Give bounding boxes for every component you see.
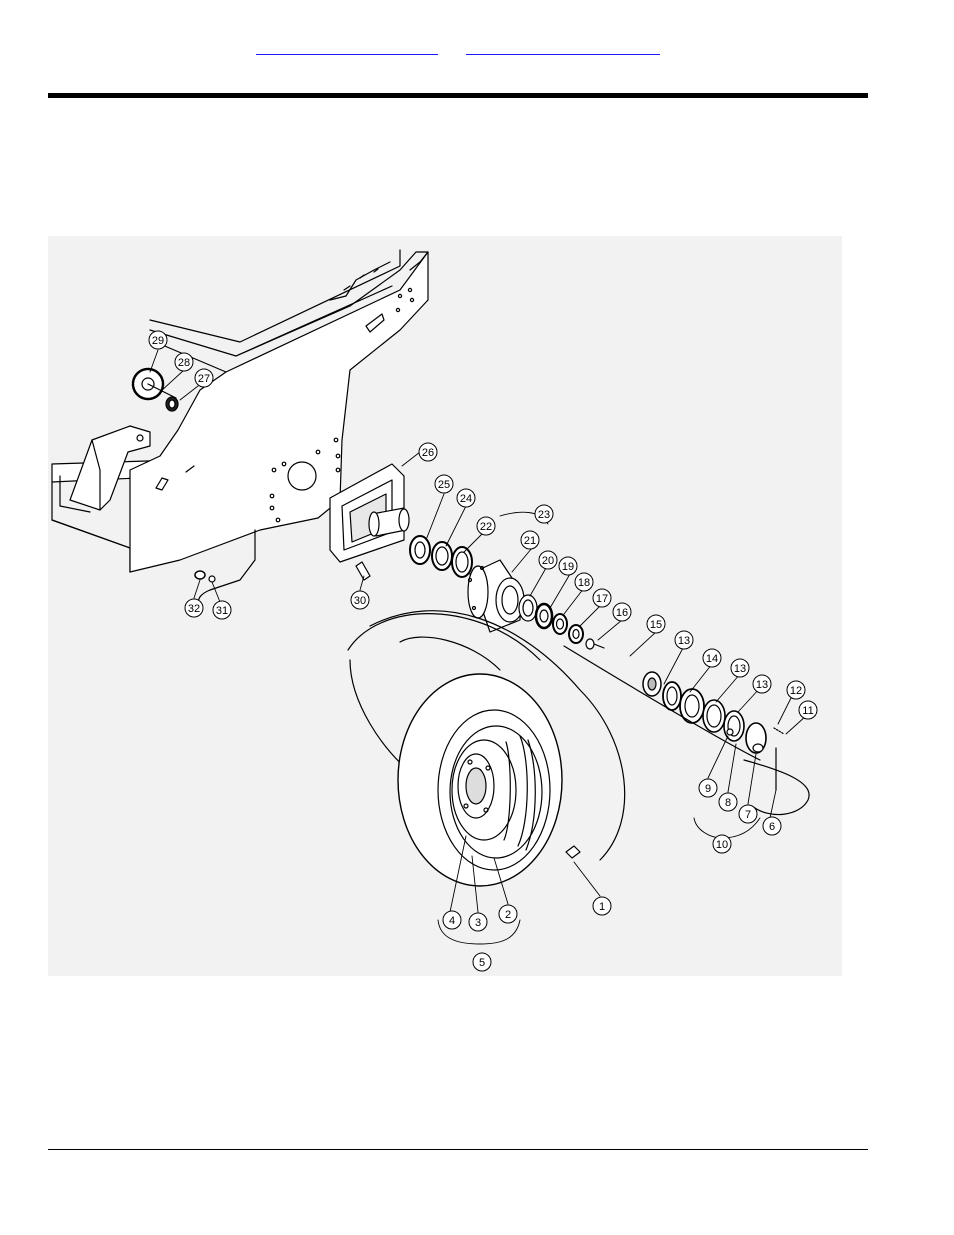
callout-8: 8: [718, 792, 738, 812]
callout-22-text: 22: [480, 521, 492, 533]
callout-28: 28: [174, 352, 194, 372]
callout-29: 29: [148, 330, 168, 350]
callout-13-b: 13: [730, 658, 750, 678]
callout-4: 4: [442, 910, 462, 930]
callout-20-text: 20: [542, 555, 554, 567]
frame-bolts: [194, 561, 371, 583]
callout-7-text: 7: [745, 809, 751, 821]
header-link-left[interactable]: [256, 40, 438, 55]
callout-21-text: 21: [524, 535, 536, 547]
callout-10-text: 10: [716, 839, 728, 851]
callout-1-text: 1: [599, 901, 605, 913]
callout-23: 23: [534, 504, 554, 524]
callout-31: 31: [212, 600, 232, 620]
callout-27: 27: [194, 368, 214, 388]
callout-13-a-text: 13: [678, 635, 690, 647]
callout-29-text: 29: [152, 335, 164, 347]
callout-1: 1: [592, 896, 612, 916]
callout-13-b-text: 13: [734, 663, 746, 675]
callout-2-text: 2: [505, 909, 511, 921]
callout-19: 19: [558, 556, 578, 576]
callout-4-text: 4: [449, 915, 455, 927]
callout-23-text: 23: [538, 509, 550, 521]
callout-11-text: 11: [802, 705, 813, 717]
callout-32-text: 32: [188, 603, 200, 615]
callout-3: 3: [468, 912, 488, 932]
callout-6-text: 6: [769, 821, 775, 833]
callout-30: 30: [350, 590, 370, 610]
callout-14: 14: [702, 648, 722, 668]
callout-15-text: 15: [650, 619, 662, 631]
callout-5-text: 5: [479, 957, 485, 969]
callout-21: 21: [520, 530, 540, 550]
callout-32: 32: [184, 598, 204, 618]
callout-6: 6: [762, 816, 782, 836]
callout-12: 12: [786, 680, 806, 700]
callout-25: 25: [434, 474, 454, 494]
callout-31-text: 31: [216, 605, 228, 617]
callout-27-text: 27: [198, 373, 210, 385]
callout-13-c: 13: [752, 674, 772, 694]
callout-9: 9: [698, 778, 718, 798]
callout-9-text: 9: [705, 783, 711, 795]
callout-26: 26: [418, 442, 438, 462]
callout-7: 7: [738, 804, 758, 824]
callout-14-text: 14: [706, 653, 718, 665]
callout-25-text: 25: [438, 479, 450, 491]
callout-10: 10: [712, 834, 732, 854]
callout-12-text: 12: [790, 685, 802, 697]
callout-20: 20: [538, 550, 558, 570]
callout-18: 18: [574, 572, 594, 592]
callout-11: 11: [798, 700, 818, 720]
footer-rule: [48, 1149, 868, 1150]
main-frame: [51, 249, 429, 607]
callout-30-text: 30: [354, 595, 366, 607]
spindle-plate: [329, 463, 410, 563]
callout-13-c-text: 13: [756, 679, 768, 691]
header-link-right[interactable]: [466, 40, 660, 55]
callout-24-text: 24: [460, 493, 472, 505]
hub-cap-assembly-upper: [131, 367, 179, 412]
callout-3-text: 3: [475, 917, 481, 929]
callout-15: 15: [646, 614, 666, 634]
callout-balloons: 29 28 27 26 25 24 23 22 21 20 19 18 17 1…: [148, 330, 818, 972]
callout-13-a: 13: [674, 630, 694, 650]
callout-16-text: 16: [616, 607, 628, 619]
callout-5: 5: [472, 952, 492, 972]
callout-18-text: 18: [578, 577, 590, 589]
bearing-stack: [409, 535, 785, 791]
callout-24: 24: [456, 488, 476, 508]
callout-17: 17: [592, 588, 612, 608]
callout-8-text: 8: [725, 797, 731, 809]
callout-17-text: 17: [596, 593, 608, 605]
callout-28-text: 28: [178, 357, 190, 369]
header-rule: [48, 93, 868, 98]
callout-19-text: 19: [562, 561, 574, 573]
callout-16: 16: [612, 602, 632, 622]
callout-22: 22: [476, 516, 496, 536]
callout-2: 2: [498, 904, 518, 924]
wheel-assembly: [347, 610, 810, 887]
callout-26-text: 26: [422, 447, 434, 459]
